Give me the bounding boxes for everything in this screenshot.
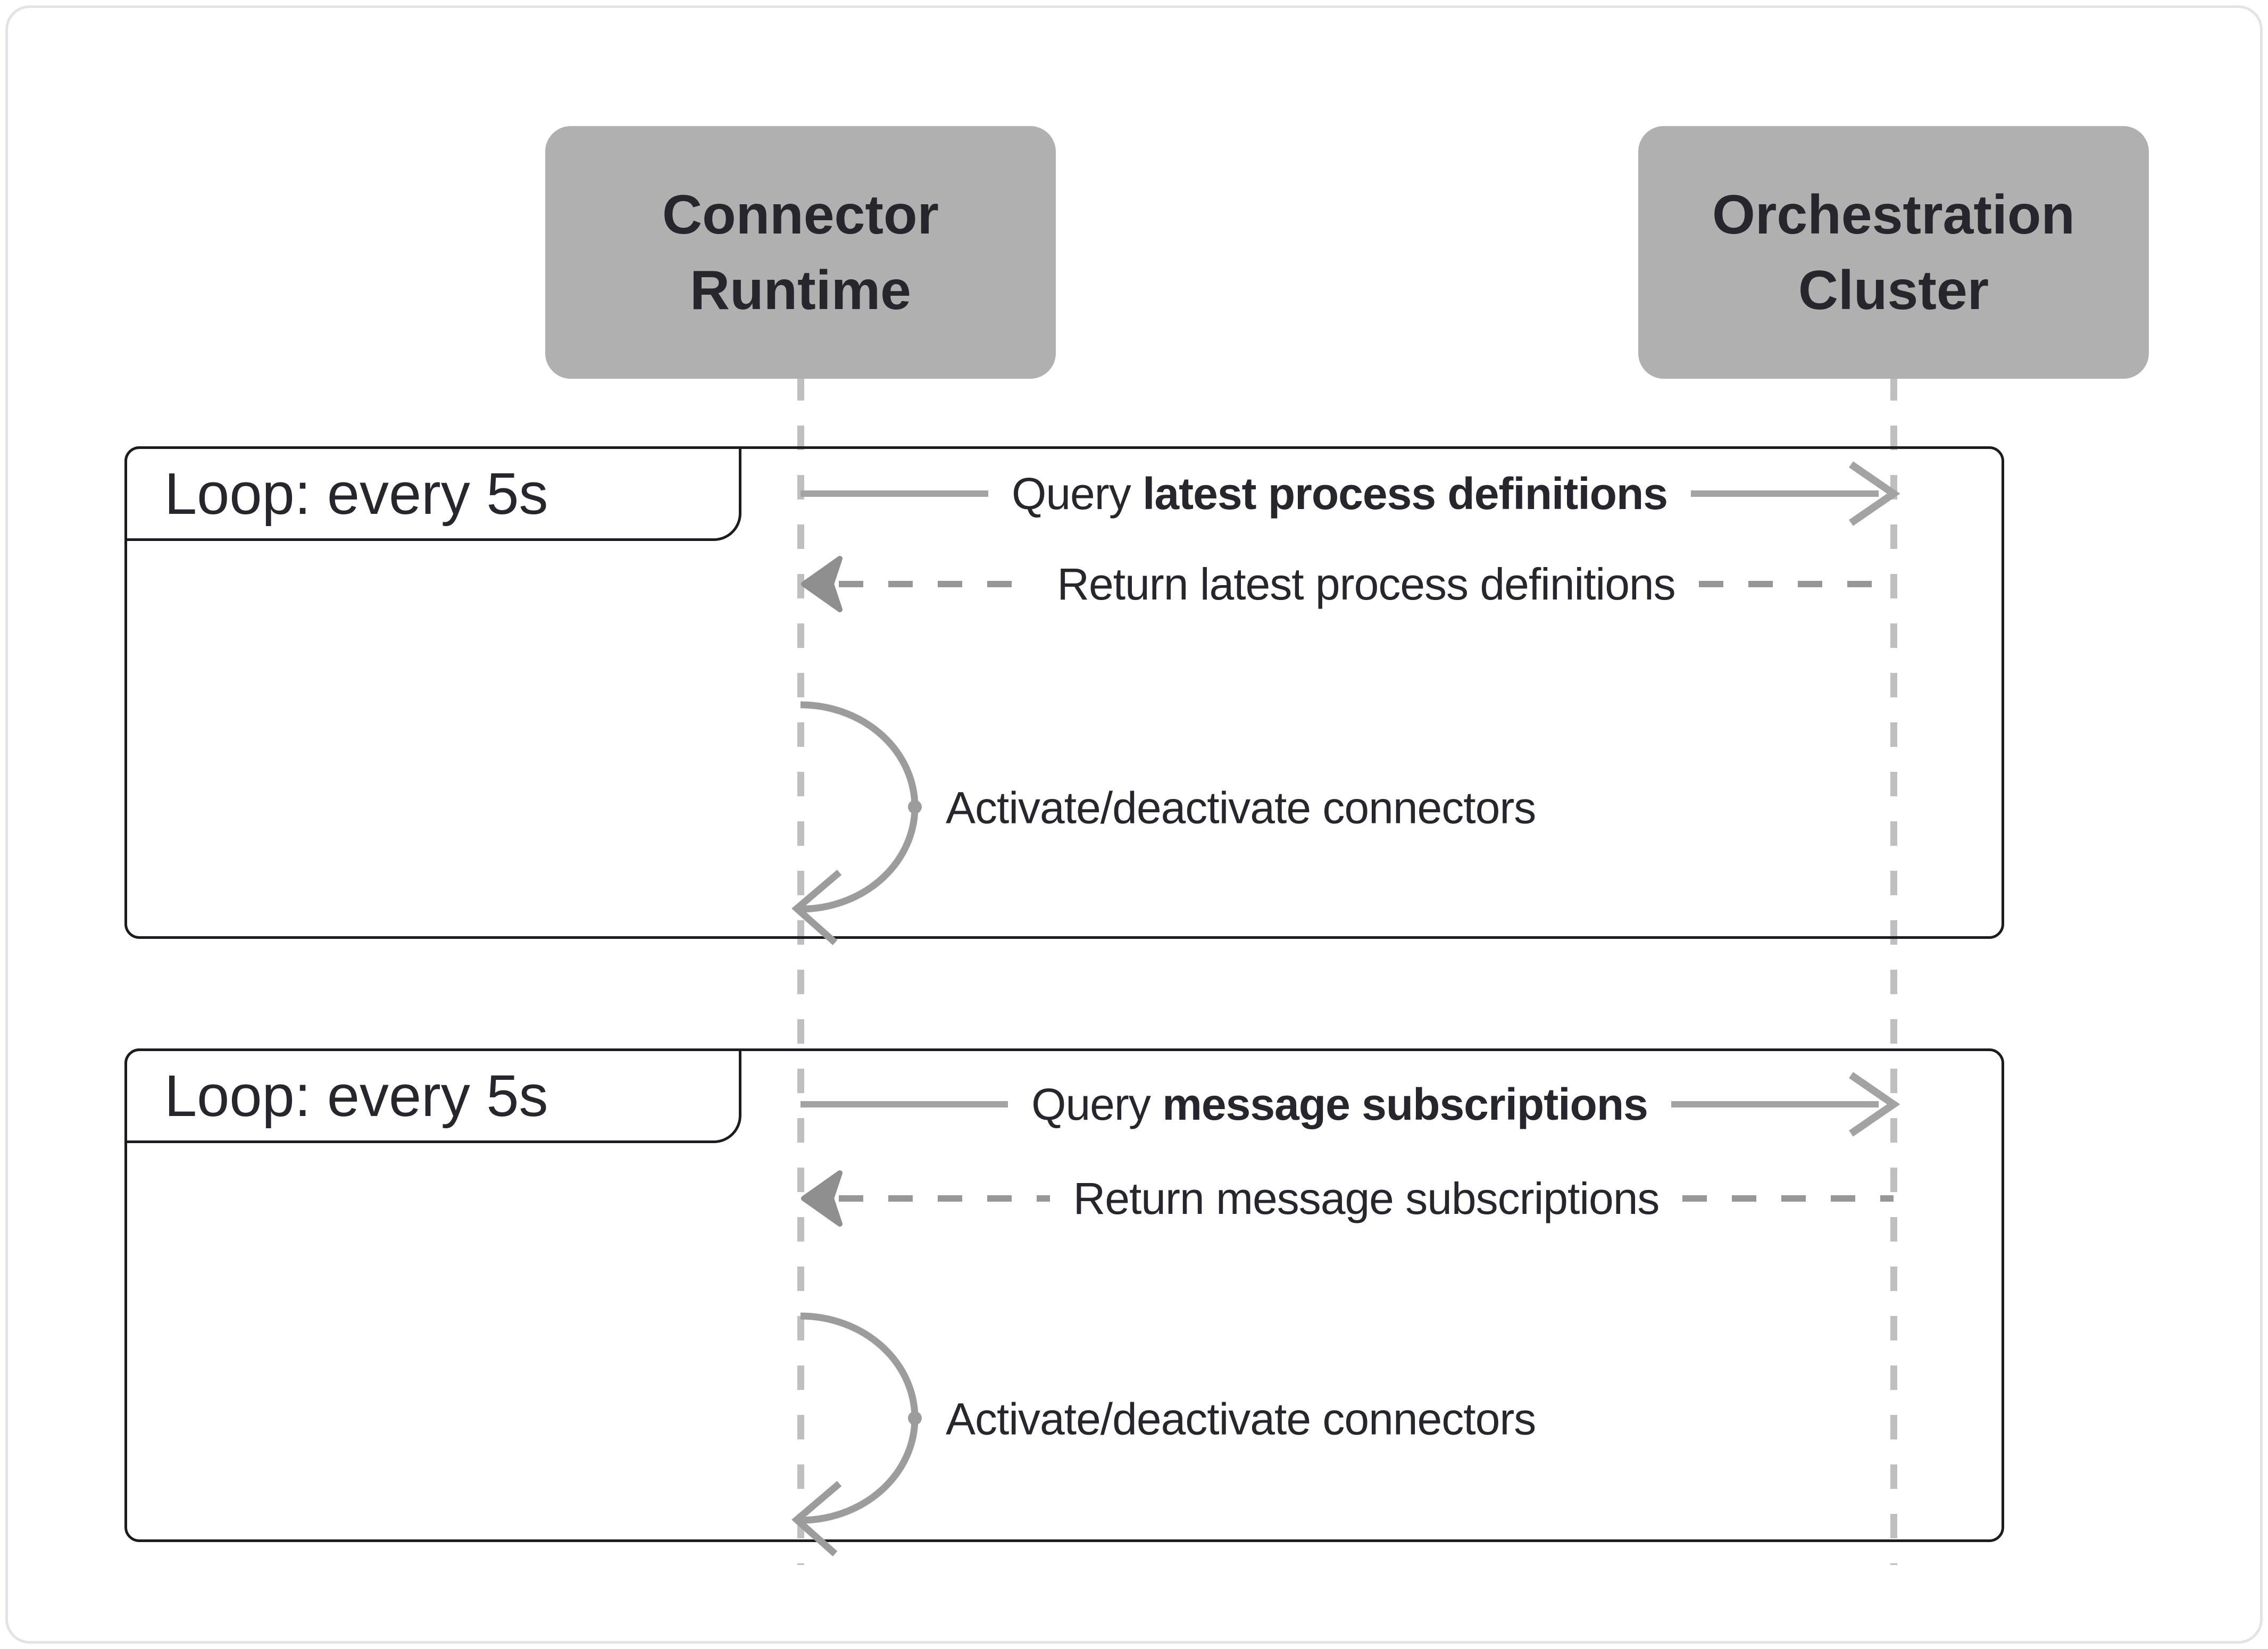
loop-box-1: Loop: every 5s: [124, 446, 2004, 939]
self-loop-arrow-icon: [791, 1312, 922, 1556]
loop-label-tab-1: Loop: every 5s: [124, 446, 741, 541]
actor-label: Cluster: [1798, 259, 1989, 321]
message-line: [1691, 490, 1879, 497]
message-label: Query message subscriptions: [1008, 1079, 1671, 1130]
actor-label: Orchestration: [1712, 184, 2075, 246]
message-line: [839, 1195, 1050, 1202]
self-message-label: Activate/deactivate connectors: [946, 782, 1536, 833]
message-line: [839, 581, 1034, 587]
message-query-message-subscriptions: Query message subscriptions: [801, 1070, 1900, 1139]
loop-label-tab-2: Loop: every 5s: [124, 1048, 741, 1143]
lifeline-orchestration-cluster: [1890, 376, 1897, 1565]
arrowhead-right-icon: [1849, 1072, 1900, 1137]
message-label-prefix: Query: [1031, 1079, 1163, 1129]
loop-label: Loop: every 5s: [164, 461, 548, 527]
message-label: Return message subscriptions: [1073, 1173, 1660, 1223]
message-line: [1698, 581, 1894, 587]
actor-orchestration-cluster: Orchestration Cluster: [1638, 126, 2149, 379]
arrowhead-left-icon: [801, 1170, 843, 1227]
message-line: [1671, 1101, 1879, 1107]
message-query-process-definitions: Query latest process definitions: [801, 459, 1900, 528]
message-label-bold: latest process definitions: [1143, 468, 1668, 519]
actor-label: Runtime: [690, 259, 911, 321]
message-label-bold: message subscriptions: [1162, 1079, 1648, 1129]
message-label: Query latest process definitions: [988, 468, 1691, 520]
arrowhead-left-icon: [801, 556, 843, 612]
self-loop-dot: [908, 800, 922, 814]
message-line: [801, 1101, 1008, 1107]
actor-label: Connector: [662, 184, 939, 246]
self-message-label: Activate/deactivate connectors: [946, 1394, 1536, 1444]
self-loop-dot: [908, 1411, 922, 1425]
message-return-process-definitions: Return latest process definitions: [801, 549, 1894, 619]
loop-label: Loop: every 5s: [164, 1063, 548, 1129]
message-label: Return latest process definitions: [1057, 559, 1675, 609]
message-line: [1682, 1195, 1894, 1202]
actor-connector-runtime: Connector Runtime: [545, 126, 1056, 379]
message-return-message-subscriptions: Return message subscriptions: [801, 1164, 1894, 1233]
arrowhead-right-icon: [1849, 461, 1900, 526]
message-line: [801, 490, 988, 497]
lifeline-connector-runtime: [797, 376, 804, 1565]
loop-box-2: Loop: every 5s: [124, 1048, 2004, 1542]
self-loop-arrow-icon: [791, 701, 922, 945]
message-label-prefix: Query: [1012, 468, 1143, 519]
